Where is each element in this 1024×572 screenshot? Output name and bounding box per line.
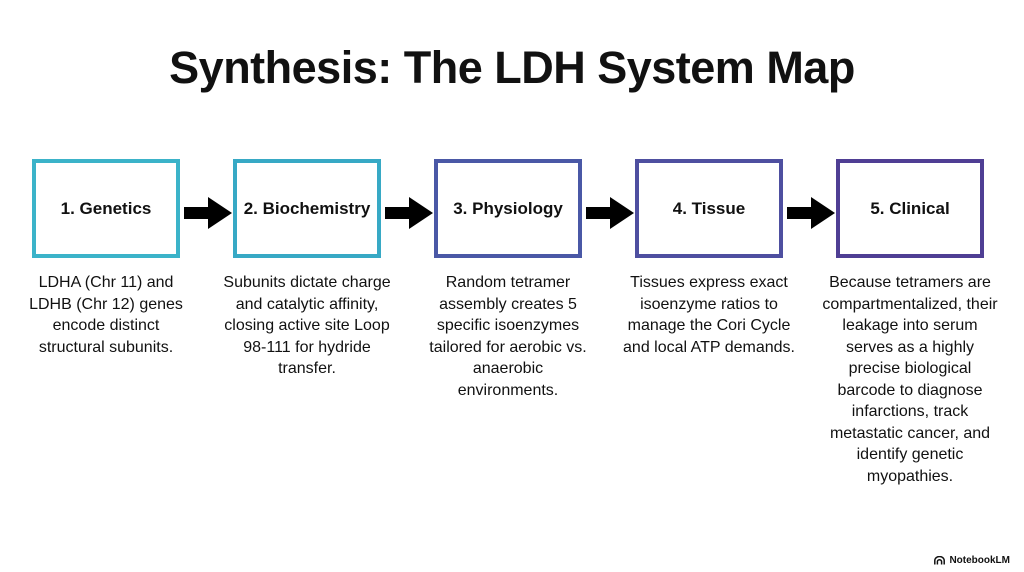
stage-description-tissue: Tissues express exact isoenzyme ratios t… [623,274,795,356]
stage-description-biochemistry: Subunits dictate charge and catalytic af… [223,274,391,377]
arrow-right-icon [385,197,433,229]
brand-label: NotebookLM [949,555,1010,566]
stage-description-clinical: Because tetramers are compartmentalized,… [822,274,998,485]
stage-label-genetics: 1. Genetics [60,198,152,218]
arrow-right-icon [184,197,232,229]
arrow-right-icon [586,197,634,229]
arrow-right-icon [787,197,835,229]
stage-description-physiology: Random tetramer assembly creates 5 speci… [429,274,587,399]
stage-box-tissue: 4. Tissue [635,159,783,258]
page-title: Synthesis: The LDH System Map [169,42,855,93]
brand-watermark: NotebookLM [934,555,1010,566]
stage-label-physiology: 3. Physiology [453,198,563,218]
stage-label-tissue: 4. Tissue [672,198,746,218]
stage-label-biochemistry: 2. Biochemistry [243,198,371,218]
stage-label-clinical: 5. Clinical [870,198,950,218]
notebooklm-logo-icon [934,556,946,565]
stage-box-physiology: 3. Physiology [434,159,582,258]
stage-description-genetics: LDHA (Chr 11) and LDHB (Chr 12) genes en… [29,274,183,356]
stage-box-genetics: 1. Genetics [32,159,180,258]
stage-box-biochemistry: 2. Biochemistry [233,159,381,258]
stage-box-clinical: 5. Clinical [836,159,984,258]
